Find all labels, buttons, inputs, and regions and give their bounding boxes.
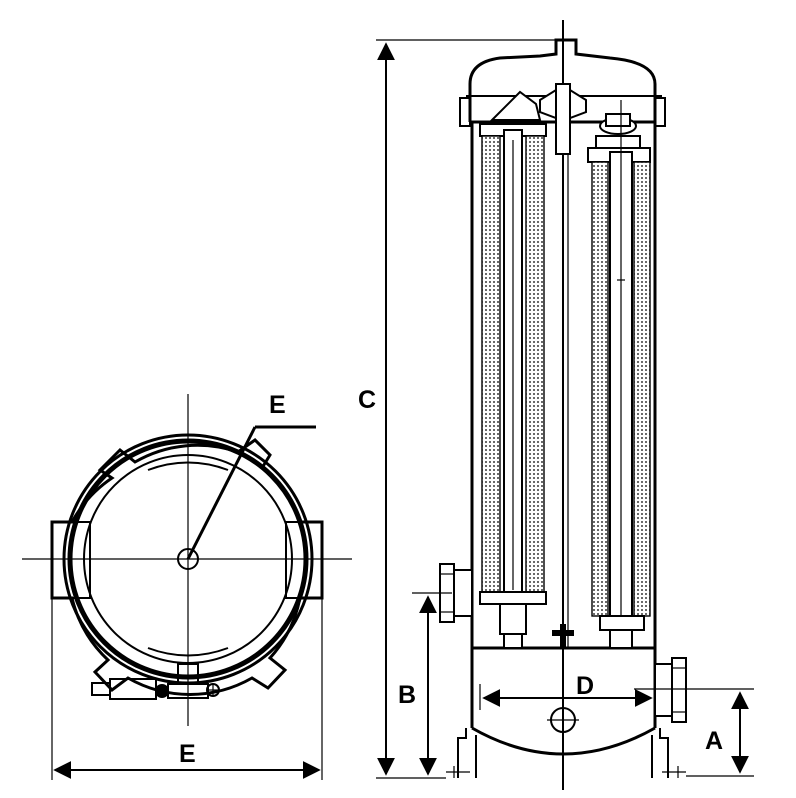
top-view-leader (186, 426, 257, 560)
top-view (22, 394, 352, 780)
label-outlet-offset: D (576, 672, 594, 700)
dimensions (376, 39, 754, 779)
label-outlet-height: A (705, 727, 723, 755)
label-inlet-height: B (398, 681, 416, 709)
top-view-center-post (177, 548, 199, 570)
clamp-bolt (91, 663, 220, 700)
label-top-view-center: E (269, 391, 286, 419)
filter-cartridge-left-a (479, 123, 547, 649)
side-view (439, 20, 687, 790)
label-top-view-width: E (179, 740, 196, 768)
filter-cartridge-right-b (587, 100, 651, 649)
label-overall-height: C (358, 386, 376, 414)
outlet-nozzle (654, 657, 687, 723)
